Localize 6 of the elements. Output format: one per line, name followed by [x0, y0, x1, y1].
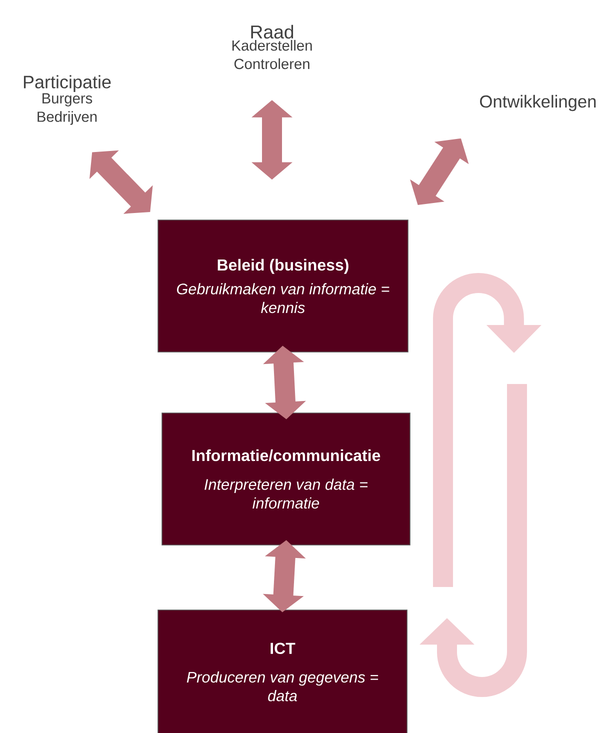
heading-text: Raad Kaderstellen Controleren [232, 24, 312, 70]
heading-text: Ontwikkelingen [480, 94, 596, 112]
layer-box: Informatie/communicatie Interpreteren van data = informatie [162, 412, 410, 546]
heading-text: Participatie Burgers Bedrijven [24, 75, 111, 125]
layer-box: Beleid (business) Gebruikmaken van informatie = kennis [158, 220, 408, 352]
layer-box: ICT Produceren van gegevens = data [158, 610, 408, 733]
